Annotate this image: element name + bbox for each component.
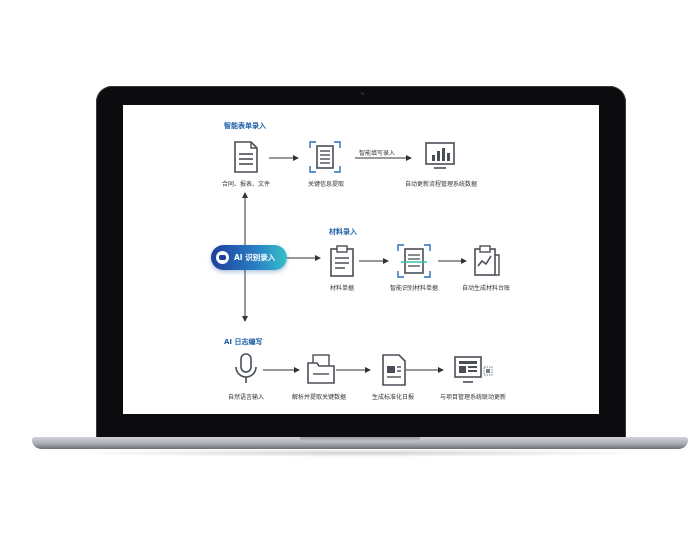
materials-step-1-label: 材料单据 [329,285,355,292]
ai-recognition-button[interactable]: AI 识别录入 [211,245,287,270]
webcam [361,92,364,95]
materials-step-3-label: 自动生成材料台账 [461,285,511,292]
ai-entry-diagram: 智能表单录入 合同、报表、文件 关键信息提取 智能填写录入 自 [123,105,599,414]
forms-step-1-label: 合同、报表、文件 [221,181,271,188]
trend-report-icon [474,245,500,276]
forms-section-title: 智能表单录入 [224,122,266,130]
clipboard-scan-icon [397,244,431,278]
ai-recognition-label: AI 识别录入 [234,253,276,262]
ai-robot-icon [216,251,229,264]
logs-step-1-label: 自然语言输入 [227,394,265,401]
forms-step-2-label: 关键信息提取 [307,181,345,188]
monitor-icon [454,356,493,383]
microphone-icon [235,353,257,383]
materials-step-2-label: 智能识别材料单据 [389,285,439,292]
logs-step-4-label: 与项目管理系统联动更新 [439,394,507,401]
logs-section-title: AI 日志编写 [224,338,263,346]
clipboard-icon [330,245,354,277]
document-scan-icon [309,141,341,173]
connector-lines [242,155,467,373]
forms-step-3-label: 自动更新流程管理系统数据 [404,181,478,188]
laptop-notch [300,437,420,442]
report-icon [382,354,406,386]
laptop-shadow [60,449,660,457]
document-icon [234,141,258,173]
logs-step-3-label: 生成标准化日报 [371,394,415,401]
forms-arrow-label: 智能填写录入 [359,150,396,157]
folder-icon [307,354,335,384]
materials-section-title: 材料录入 [329,228,357,236]
laptop-screen: 智能表单录入 合同、报表、文件 关键信息提取 智能填写录入 自 [123,105,599,414]
laptop-base [32,437,688,449]
logs-step-2-label: 解析并提取关键数据 [291,394,347,401]
chart-screen-icon [425,142,455,169]
